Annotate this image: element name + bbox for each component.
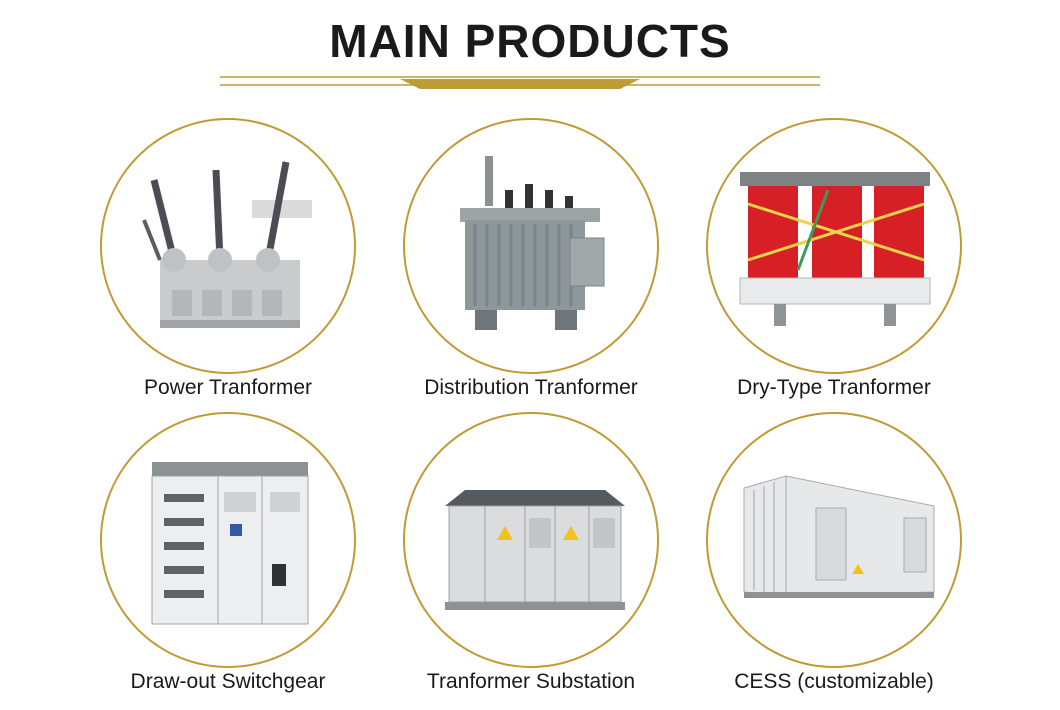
product-image-frame — [403, 412, 659, 668]
title-divider — [220, 76, 820, 89]
page-title: MAIN PRODUCTS — [329, 15, 731, 67]
product-label: Tranformer Substation — [426, 670, 636, 693]
product-image-frame — [100, 118, 356, 374]
product-image-frame — [706, 118, 962, 374]
dry-type-transformer-icon — [739, 172, 931, 326]
product-label: Power Tranformer — [143, 376, 313, 399]
product-label: Dry-Type Tranformer — [737, 376, 931, 399]
product-image-frame — [100, 412, 356, 668]
product-image-frame — [706, 412, 962, 668]
power-transformer-icon — [142, 161, 312, 328]
product-image-frame — [403, 118, 659, 374]
switchgear-icon — [151, 462, 309, 625]
distribution-transformer-icon — [460, 156, 605, 330]
substation-icon — [445, 490, 625, 610]
container-icon — [743, 475, 935, 598]
product-label: Distribution Tranformer — [424, 376, 638, 399]
product-label: Draw-out Switchgear — [130, 670, 326, 693]
product-label: CESS (customizable) — [734, 670, 934, 693]
